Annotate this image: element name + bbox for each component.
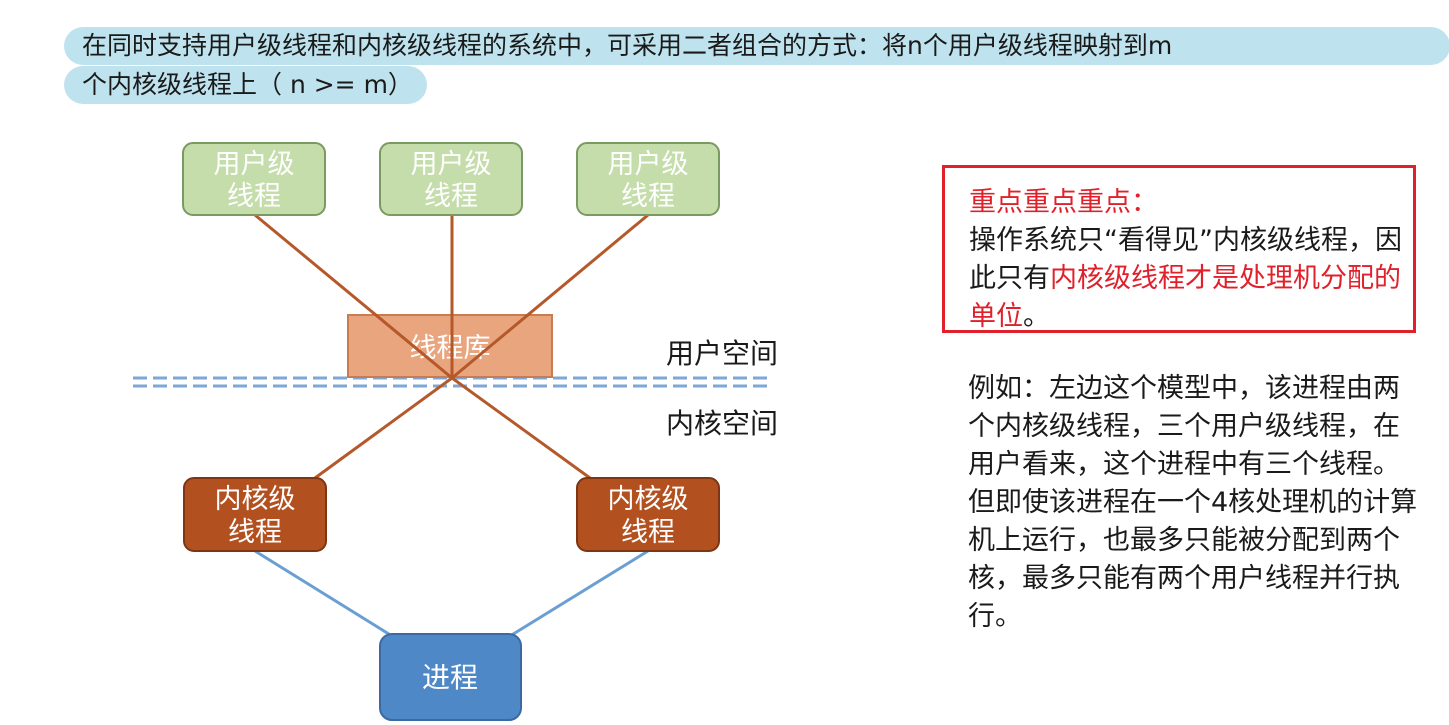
process-lines (254, 549, 649, 638)
user-thread-label-2: 线程 (424, 181, 478, 212)
user-thread-label-2: 线程 (227, 181, 281, 212)
kernel-thread-box: 内核级 线程 (576, 477, 720, 552)
example-paragraph: 例如：左边这个模型中，该进程由两个内核级线程，三个用户级线程，在用户看来，这个进… (968, 373, 1418, 632)
header-line-2: 个内核级线程上（ n >= m） (64, 66, 427, 104)
space-separator (133, 376, 770, 388)
kernel-thread-label-2: 线程 (621, 517, 675, 548)
user-thread-label-2: 线程 (621, 181, 675, 212)
process-label: 进程 (422, 661, 478, 694)
process-line (509, 549, 649, 638)
header-line-2-text: 个内核级线程上（ n >= m） (82, 70, 413, 99)
mapping-line (254, 213, 453, 380)
kernel-thread-label-2: 线程 (228, 517, 282, 548)
kernel-thread-box: 内核级 线程 (183, 477, 327, 552)
user-space-label: 用户空间 (666, 337, 779, 370)
mapping-line (451, 213, 649, 380)
key-point-body: 操作系统只“看得见”内核级线程，因此只有内核级线程才是处理机分配的单位。 (969, 222, 1403, 336)
user-thread-box: 用户级 线程 (379, 142, 523, 216)
header-line-1: 在同时支持用户级线程和内核级线程的系统中，可采用二者组合的方式：将n个用户级线程… (64, 27, 1449, 65)
user-thread-label-1: 用户级 (411, 149, 492, 180)
kernel-space-label: 内核空间 (666, 407, 779, 440)
key-point-title: 重点重点重点： (969, 187, 1158, 218)
user-thread-label-1: 用户级 (214, 149, 295, 180)
kernel-thread-label-1: 内核级 (608, 484, 689, 515)
header-line-1-text: 在同时支持用户级线程和内核级线程的系统中，可采用二者组合的方式：将n个用户级线程… (82, 31, 1173, 60)
user-thread-box: 用户级 线程 (576, 142, 720, 216)
process-box: 进程 (379, 633, 522, 721)
key-point-end: 。 (1023, 301, 1050, 332)
key-point-text: 操作系统只“看得见”内核级线程，因此只有 (969, 225, 1402, 294)
user-thread-label-1: 用户级 (608, 149, 689, 180)
user-thread-box: 用户级 线程 (182, 142, 326, 216)
key-point-box: 重点重点重点： 操作系统只“看得见”内核级线程，因此只有内核级线程才是处理机分配… (942, 165, 1416, 333)
thread-library-box: 线程库 (347, 314, 553, 378)
thread-library-label: 线程库 (410, 333, 491, 364)
mapping-lines (254, 213, 649, 480)
key-point-highlight: 内核级线程才是处理机分配的单位 (969, 263, 1401, 332)
mapping-line (451, 376, 591, 480)
kernel-thread-label-1: 内核级 (215, 484, 296, 515)
mapping-line (314, 376, 453, 480)
process-line (254, 549, 393, 638)
